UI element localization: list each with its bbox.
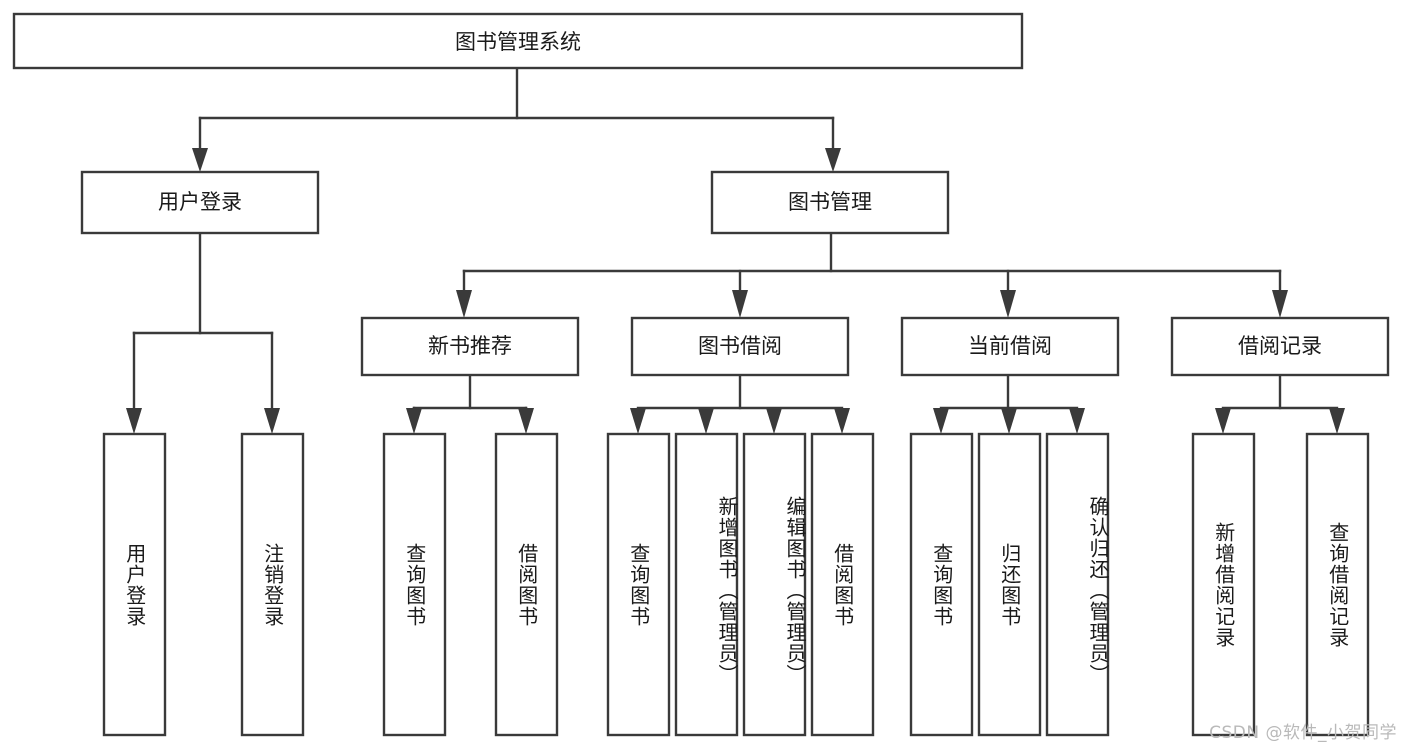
node-borrow-records-box[interactable] xyxy=(1170,316,1390,377)
connector-group-borrow-records xyxy=(1215,373,1345,434)
node-book-management-label: 图书管理 xyxy=(788,190,872,214)
node-user-login-label: 用户登录 xyxy=(158,190,242,214)
arrow-current-borrow-leaf-3 xyxy=(1069,408,1085,434)
leaf-box-current-borrow-2[interactable] xyxy=(977,432,1042,737)
arrow-current-borrow-leaf-2 xyxy=(1001,408,1017,434)
leaf-box-user-login-2[interactable] xyxy=(240,432,305,737)
leaf-group-user-login xyxy=(102,432,305,737)
leaf-box-new-book-1[interactable] xyxy=(382,432,447,737)
node-book-management-box[interactable] xyxy=(710,170,950,235)
arrow-user-login-leaf-2 xyxy=(264,408,280,434)
leaf-box-book-borrow-1[interactable] xyxy=(606,432,671,737)
node-root-label: 图书管理系统 xyxy=(455,30,581,54)
node-book-borrow[interactable]: 图书借阅 xyxy=(630,316,850,377)
node-borrow-records[interactable]: 借阅记录 xyxy=(1170,316,1390,377)
leaf-box-user-login-1[interactable] xyxy=(102,432,167,737)
node-root[interactable]: 图书管理系统 xyxy=(12,12,1024,70)
connector-group-root xyxy=(192,66,841,172)
connector-group-new-book-recommend xyxy=(406,373,534,434)
arrow-book-borrow-leaf-2 xyxy=(698,408,714,434)
node-new-book-recommend-box[interactable] xyxy=(360,316,580,377)
arrow-borrow-records-leaf-2 xyxy=(1329,408,1345,434)
connector-group-user-login xyxy=(126,231,280,434)
node-new-book-recommend[interactable]: 新书推荐 xyxy=(360,316,580,377)
arrow-book-mgmt-to-borrow-records xyxy=(1272,290,1288,318)
arrow-new-book-leaf-2 xyxy=(518,408,534,434)
arrow-book-mgmt-to-book-borrow xyxy=(732,290,748,318)
arrow-root-to-user-login xyxy=(192,148,208,172)
leaf-group-borrow-records xyxy=(1191,432,1370,737)
node-book-borrow-box[interactable] xyxy=(630,316,850,377)
node-book-borrow-label: 图书借阅 xyxy=(698,334,782,358)
arrow-borrow-records-leaf-1 xyxy=(1215,408,1231,434)
connector-group-current-borrow xyxy=(933,373,1085,434)
arrow-book-mgmt-to-current-borrow xyxy=(1000,290,1016,318)
arrow-new-book-leaf-1 xyxy=(406,408,422,434)
node-current-borrow-label: 当前借阅 xyxy=(968,334,1052,358)
arrow-user-login-leaf-1 xyxy=(126,408,142,434)
arrow-book-borrow-leaf-4 xyxy=(834,408,850,434)
leaf-group-book-borrow xyxy=(606,432,875,737)
csdn-watermark: CSDN @软件_小贺同学 xyxy=(1209,723,1397,743)
connector-group-book-borrow xyxy=(630,373,850,434)
leaf-box-current-borrow-1[interactable] xyxy=(909,432,974,737)
node-root-box[interactable] xyxy=(12,12,1024,70)
arrow-book-mgmt-to-new-book xyxy=(456,290,472,318)
node-user-login-box[interactable] xyxy=(80,170,320,235)
leaf-group-new-book-recommend xyxy=(382,432,559,737)
leaf-box-book-borrow-4[interactable] xyxy=(810,432,875,737)
arrow-root-to-book-mgmt xyxy=(825,148,841,172)
node-current-borrow[interactable]: 当前借阅 xyxy=(900,316,1120,377)
node-borrow-records-label: 借阅记录 xyxy=(1238,334,1322,358)
arrow-book-borrow-leaf-1 xyxy=(630,408,646,434)
node-book-management[interactable]: 图书管理 xyxy=(710,170,950,235)
leaf-box-book-borrow-3[interactable] xyxy=(742,432,807,737)
connector-group-book-mgmt xyxy=(456,231,1288,318)
node-user-login[interactable]: 用户登录 xyxy=(80,170,320,235)
leaf-group-current-borrow xyxy=(909,432,1110,737)
arrow-book-borrow-leaf-3 xyxy=(766,408,782,434)
leaf-box-borrow-records-2[interactable] xyxy=(1305,432,1370,737)
leaf-box-new-book-2[interactable] xyxy=(494,432,559,737)
leaf-box-current-borrow-3[interactable] xyxy=(1045,432,1110,737)
arrow-current-borrow-leaf-1 xyxy=(933,408,949,434)
leaf-box-book-borrow-2[interactable] xyxy=(674,432,739,737)
node-current-borrow-box[interactable] xyxy=(900,316,1120,377)
leaf-box-borrow-records-1[interactable] xyxy=(1191,432,1256,737)
node-new-book-recommend-label: 新书推荐 xyxy=(428,334,512,358)
